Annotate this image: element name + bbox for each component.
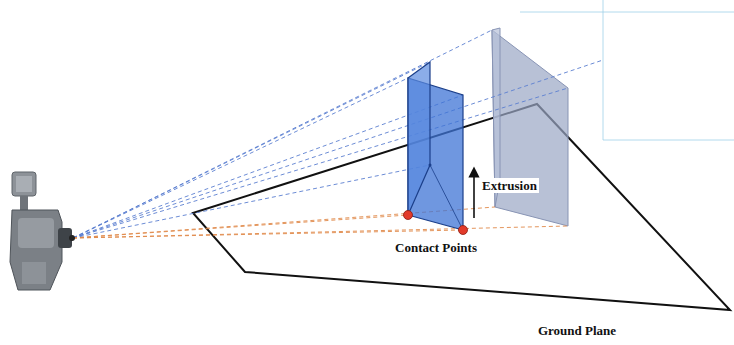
callout-label: Extrusion xyxy=(480,178,539,193)
contact-point xyxy=(404,211,413,220)
extrusion-arrow xyxy=(473,172,475,218)
back-plane xyxy=(492,28,568,226)
callout-label: Ground Plane xyxy=(536,323,618,338)
camera-icon xyxy=(10,172,75,290)
front-plane xyxy=(408,62,463,230)
ground-rays xyxy=(73,207,568,238)
top-rays xyxy=(73,30,603,238)
contact-point xyxy=(459,226,468,235)
callout-label: Contact Points xyxy=(393,240,479,255)
